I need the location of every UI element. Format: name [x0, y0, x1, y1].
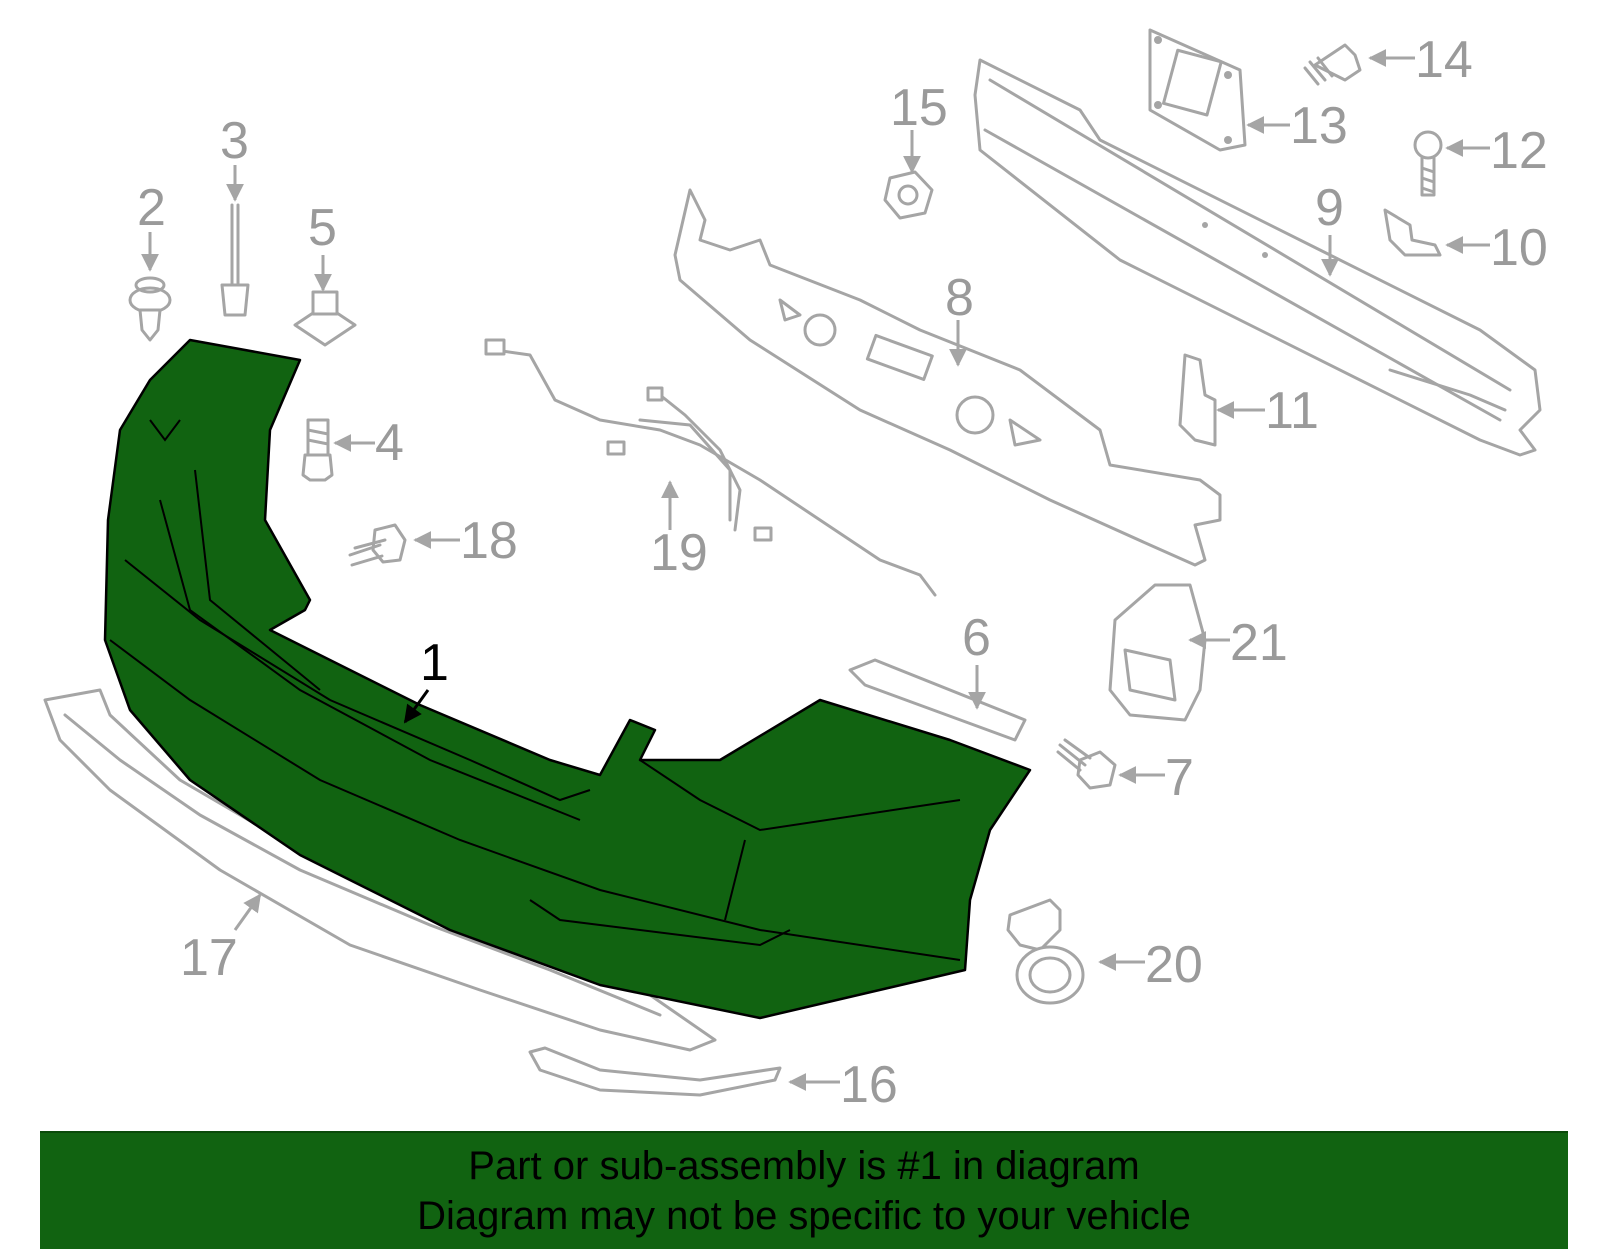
callout-2: 2 [137, 179, 166, 237]
callout-3: 3 [220, 112, 249, 170]
part-16-trim [528, 1046, 782, 1097]
callout-16: 16 [840, 1056, 898, 1114]
callout-8: 8 [945, 269, 974, 327]
banner-line-2: Diagram may not be specific to your vehi… [417, 1194, 1191, 1238]
leader-lines [141, 49, 1490, 1091]
part-18-bolt [348, 523, 407, 567]
callout-18: 18 [460, 512, 518, 570]
part-2-clip [128, 276, 172, 342]
callout-labels: 1 2 3 4 5 6 7 8 9 10 11 12 13 14 15 16 1… [137, 31, 1548, 1114]
callout-15: 15 [890, 79, 948, 137]
callout-21: 21 [1230, 614, 1288, 672]
callout-5: 5 [308, 199, 337, 257]
part-7-bolt [1056, 738, 1117, 790]
part-8-energy-absorber [673, 188, 1222, 567]
callout-7: 7 [1165, 749, 1194, 807]
callout-4: 4 [375, 414, 404, 472]
callout-12: 12 [1490, 122, 1548, 180]
callout-20: 20 [1145, 936, 1203, 994]
part-13-bracket [1148, 28, 1247, 152]
callout-19: 19 [650, 524, 708, 582]
part-20-sensor [1006, 898, 1085, 1005]
part-21-bracket [1108, 583, 1207, 722]
part-15-nut [883, 170, 934, 220]
callout-6: 6 [962, 609, 991, 667]
callout-1: 1 [420, 634, 449, 692]
part-5-clip [293, 290, 357, 347]
banner-line-1: Part or sub-assembly is #1 in diagram [468, 1144, 1140, 1188]
part-14-bolt [1303, 43, 1362, 86]
callout-9: 9 [1315, 179, 1344, 237]
part-1-bumper-cover [103, 338, 1032, 1020]
part-4-bolt [301, 418, 334, 482]
callout-10: 10 [1490, 219, 1548, 277]
part-3-stud [220, 203, 250, 317]
callout-17: 17 [180, 929, 238, 987]
part-6-strip [848, 658, 1027, 742]
part-9-reinforcement-beam [973, 58, 1542, 457]
part-19-wiring-harness [484, 338, 937, 597]
callout-13: 13 [1290, 97, 1348, 155]
part-11-bracket [1178, 353, 1217, 447]
info-banner: Part or sub-assembly is #1 in diagram Di… [40, 1131, 1568, 1249]
part-10-clip [1383, 208, 1442, 257]
callout-11: 11 [1265, 382, 1319, 440]
callout-14: 14 [1415, 31, 1473, 89]
part-12-screw [1413, 130, 1443, 197]
